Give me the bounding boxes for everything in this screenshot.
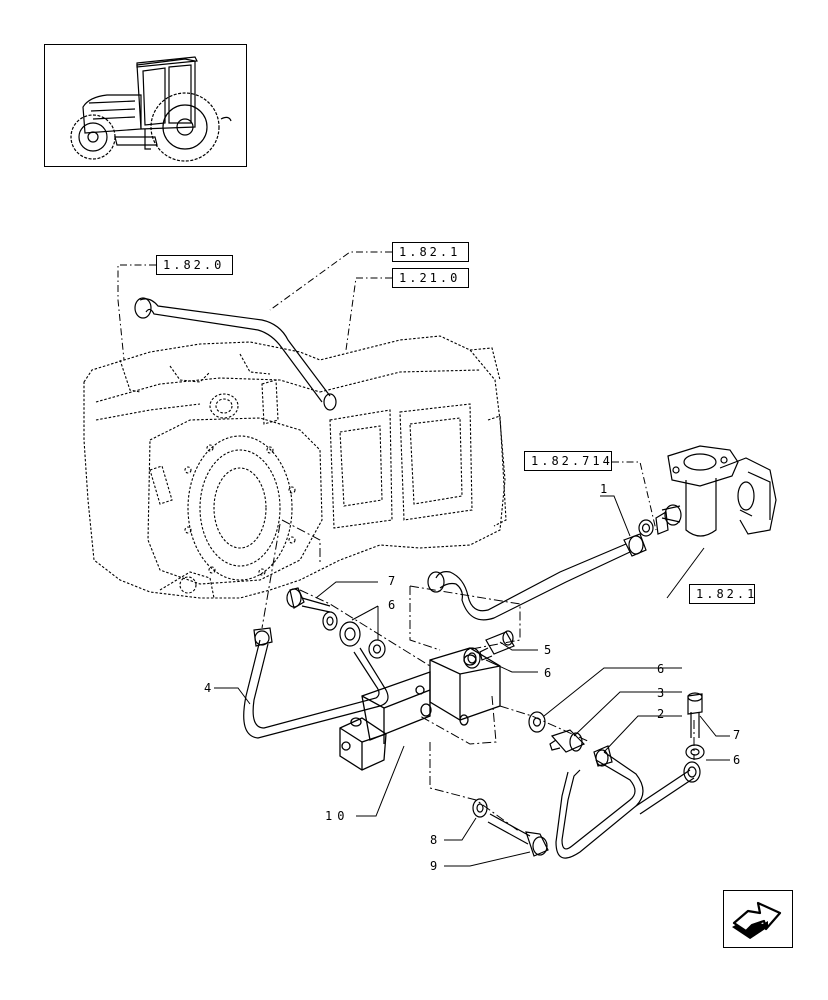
ref-box-1-82-1-top[interactable]: 1.82.1 (392, 242, 469, 262)
tractor-thumbnail (44, 44, 247, 167)
next-page-button[interactable] (723, 890, 793, 948)
callout-8: 8 (430, 833, 440, 847)
callout-2: 2 (657, 707, 667, 721)
ref-box-1-82-714[interactable]: 1.82.714 (524, 451, 612, 471)
callout-6-center: 6 (544, 666, 554, 680)
ref-box-1-82-1-bottom[interactable]: 1.82.1 (689, 584, 755, 604)
ref-box-1-82-0[interactable]: 1.82.0 (156, 255, 233, 275)
next-page-arrow-icon (732, 901, 782, 939)
callout-5: 5 (544, 643, 554, 657)
callout-7-right: 7 (733, 728, 743, 742)
callout-3: 3 (657, 686, 667, 700)
ref-box-1-21-0[interactable]: 1.21.0 (392, 268, 469, 288)
callout-9: 9 (430, 859, 440, 873)
callout-6-right: 6 (733, 753, 743, 767)
callout-1: 1 (600, 482, 610, 496)
callout-7-left: 7 (388, 574, 398, 588)
callout-6-left: 6 (388, 598, 398, 612)
tractor-icon (70, 56, 232, 162)
callout-6-upper-right: 6 (657, 662, 667, 676)
callout-4: 4 (204, 681, 214, 695)
callout-10: 10 (325, 809, 350, 823)
